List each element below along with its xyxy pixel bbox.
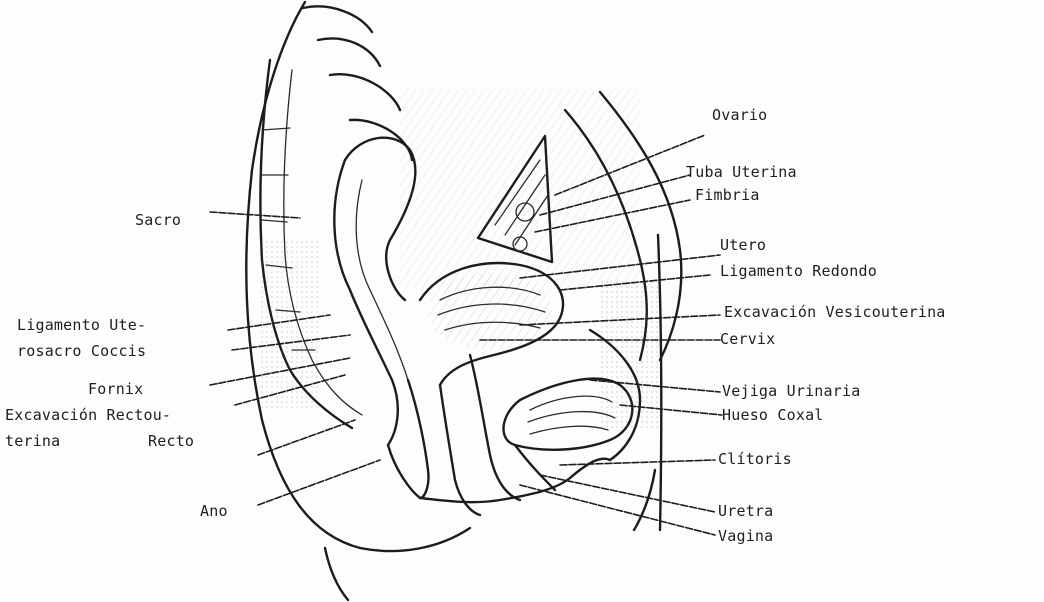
label-ligamento-redondo: Ligamento Redondo <box>720 262 877 280</box>
label-ano: Ano <box>200 502 228 520</box>
label-vejiga-urinaria: Vejiga Urinaria <box>722 382 860 400</box>
perineum-contour <box>420 459 610 502</box>
label-ligamento-uterosacro-2: rosacro Coccis <box>17 342 146 360</box>
label-excavacion-rectouterina-2: terina <box>5 432 60 450</box>
vertebrae-top <box>303 6 412 160</box>
thigh-line-left <box>325 548 348 600</box>
ligament-hatch <box>400 90 640 290</box>
label-uretra: Uretra <box>718 502 773 520</box>
label-ligamento-uterosacro-1: Ligamento Ute- <box>17 316 146 334</box>
label-cervix: Cervix <box>720 330 775 348</box>
label-excavacion-vesicouterina: Excavación Vesicouterina <box>724 303 946 321</box>
label-utero: Utero <box>720 236 766 254</box>
label-excavacion-rectouterina-1: Excavación Rectou- <box>5 406 171 424</box>
vagina-outline <box>440 355 520 515</box>
label-ovario: Ovario <box>712 106 767 124</box>
label-tuba-uterina: Tuba Uterina <box>686 163 797 181</box>
thigh-line-right <box>634 470 655 530</box>
label-sacro: Sacro <box>135 211 181 229</box>
label-recto: Recto <box>148 432 194 450</box>
label-vagina: Vagina <box>718 527 773 545</box>
label-fornix: Fornix <box>88 380 143 398</box>
anal-canal <box>388 380 428 498</box>
urethra-line <box>515 445 555 490</box>
label-hueso-coxal: Hueso Coxal <box>722 406 824 424</box>
label-clitoris: Clítoris <box>718 450 792 468</box>
label-fimbria: Fimbria <box>695 186 760 204</box>
